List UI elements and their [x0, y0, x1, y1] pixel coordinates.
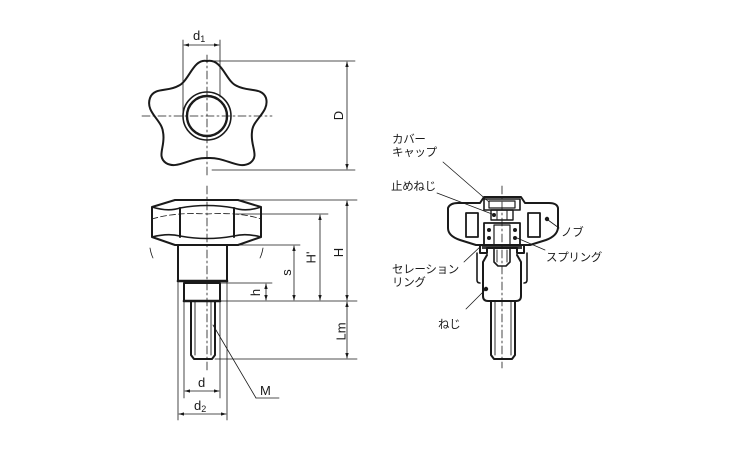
dim-h-label: h	[248, 288, 264, 297]
dim-H-prime-label: H'	[303, 251, 319, 264]
dim-d1-label: d1	[193, 28, 206, 44]
dim-M-label: M	[260, 383, 271, 398]
dim-H-label: H	[331, 247, 347, 258]
label-screw: ねじ	[438, 317, 461, 331]
dim-D-label: D	[331, 110, 347, 121]
dim-d-label: d	[198, 375, 206, 390]
label-set-screw: 止めねじ	[391, 179, 436, 193]
side-view	[149, 185, 358, 421]
top-view	[141, 39, 356, 176]
dim-Lm-label: Lm	[333, 322, 349, 341]
label-spring: スプリング	[546, 250, 602, 264]
section-view	[436, 161, 560, 369]
label-serration-ring: セレーション リング	[392, 262, 459, 289]
dim-d2-label: d2	[194, 398, 207, 414]
label-cover-cap: カバー キャップ	[392, 132, 437, 159]
dim-s-label: s	[278, 269, 294, 276]
label-knob: ノブ	[561, 225, 584, 239]
